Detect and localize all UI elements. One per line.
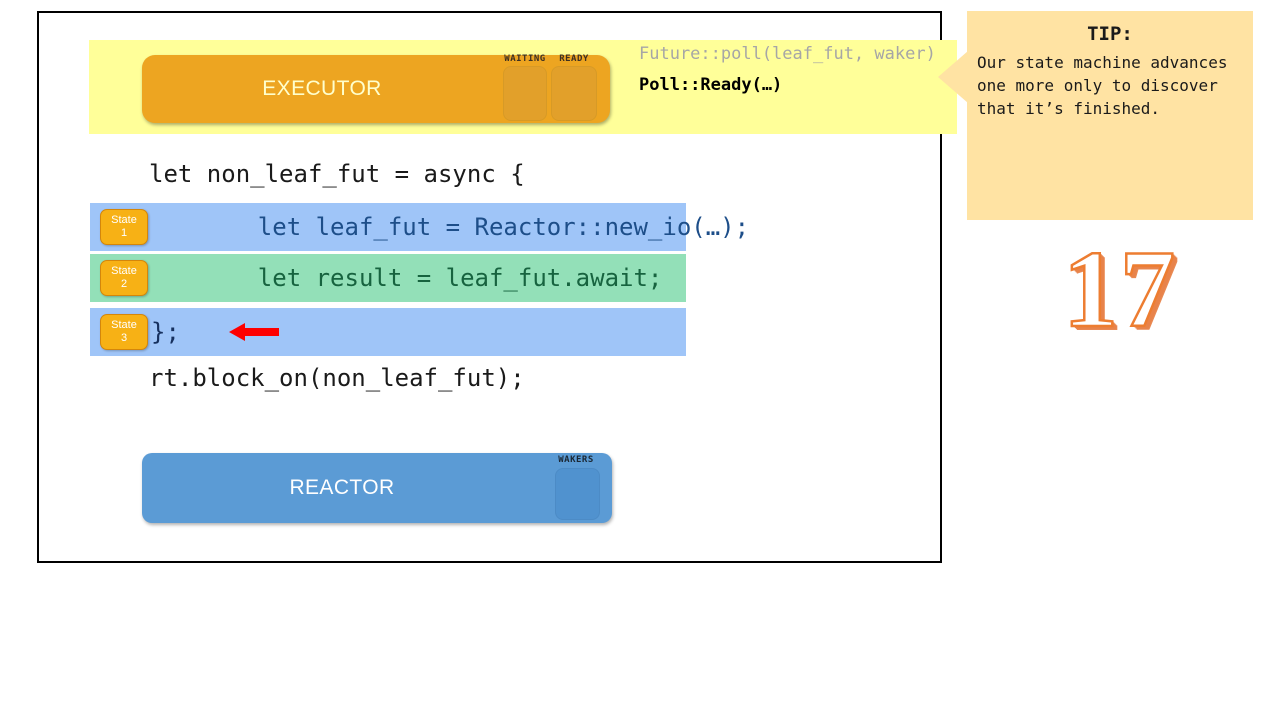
code-line-open: let non_leaf_fut = async { <box>149 160 525 188</box>
state-badge-2-title: State <box>111 265 137 278</box>
tip-body: Our state machine advances one more only… <box>977 51 1249 120</box>
state-badge-1[interactable]: State 1 <box>100 209 148 245</box>
tip-callout: TIP: Our state machine advances one more… <box>967 11 1253 220</box>
state-badge-2-number: 2 <box>121 278 127 291</box>
tip-title: TIP: <box>967 23 1253 45</box>
code-line-block-on: rt.block_on(non_leaf_fut); <box>149 364 525 392</box>
poll-result-text: Poll::Ready(…) <box>639 75 782 95</box>
state-badge-3[interactable]: State 3 <box>100 314 148 350</box>
code-line-state-3: }; <box>151 318 180 346</box>
state-badge-2[interactable]: State 2 <box>100 260 148 296</box>
code-line-state-2: let result = leaf_fut.await; <box>200 264 662 292</box>
reactor-wakers-slot[interactable] <box>555 468 600 520</box>
poll-call-text: Future::poll(leaf_fut, waker) <box>639 44 936 64</box>
slide-frame: EXECUTOR WAITING READY Future::poll(leaf… <box>37 11 942 563</box>
page-number: 17 <box>1040 238 1200 343</box>
code-state-row-2[interactable]: State 2 let result = leaf_fut.await; <box>90 254 686 302</box>
executor-waiting-slot[interactable] <box>503 66 547 121</box>
tip-callout-tail-icon <box>938 51 968 103</box>
code-state-row-3[interactable]: State 3 }; <box>90 308 686 356</box>
executor-waiting-caption: WAITING <box>503 54 547 64</box>
code-state-row-1[interactable]: State 1 let leaf_fut = Reactor::new_io(…… <box>90 203 686 251</box>
left-arrow-icon <box>229 322 279 342</box>
state-badge-3-title: State <box>111 319 137 332</box>
reactor-box[interactable]: REACTOR <box>142 453 612 523</box>
reactor-label: REACTOR <box>142 453 542 523</box>
state-badge-1-number: 1 <box>121 227 127 240</box>
reactor-wakers-caption: WAKERS <box>551 455 601 465</box>
state-badge-1-title: State <box>111 214 137 227</box>
executor-ready-caption: READY <box>551 54 597 64</box>
code-line-state-1: let leaf_fut = Reactor::new_io(…); <box>200 213 749 241</box>
executor-ready-slot[interactable] <box>551 66 597 121</box>
state-badge-3-number: 3 <box>121 332 127 345</box>
executor-label: EXECUTOR <box>142 55 502 123</box>
